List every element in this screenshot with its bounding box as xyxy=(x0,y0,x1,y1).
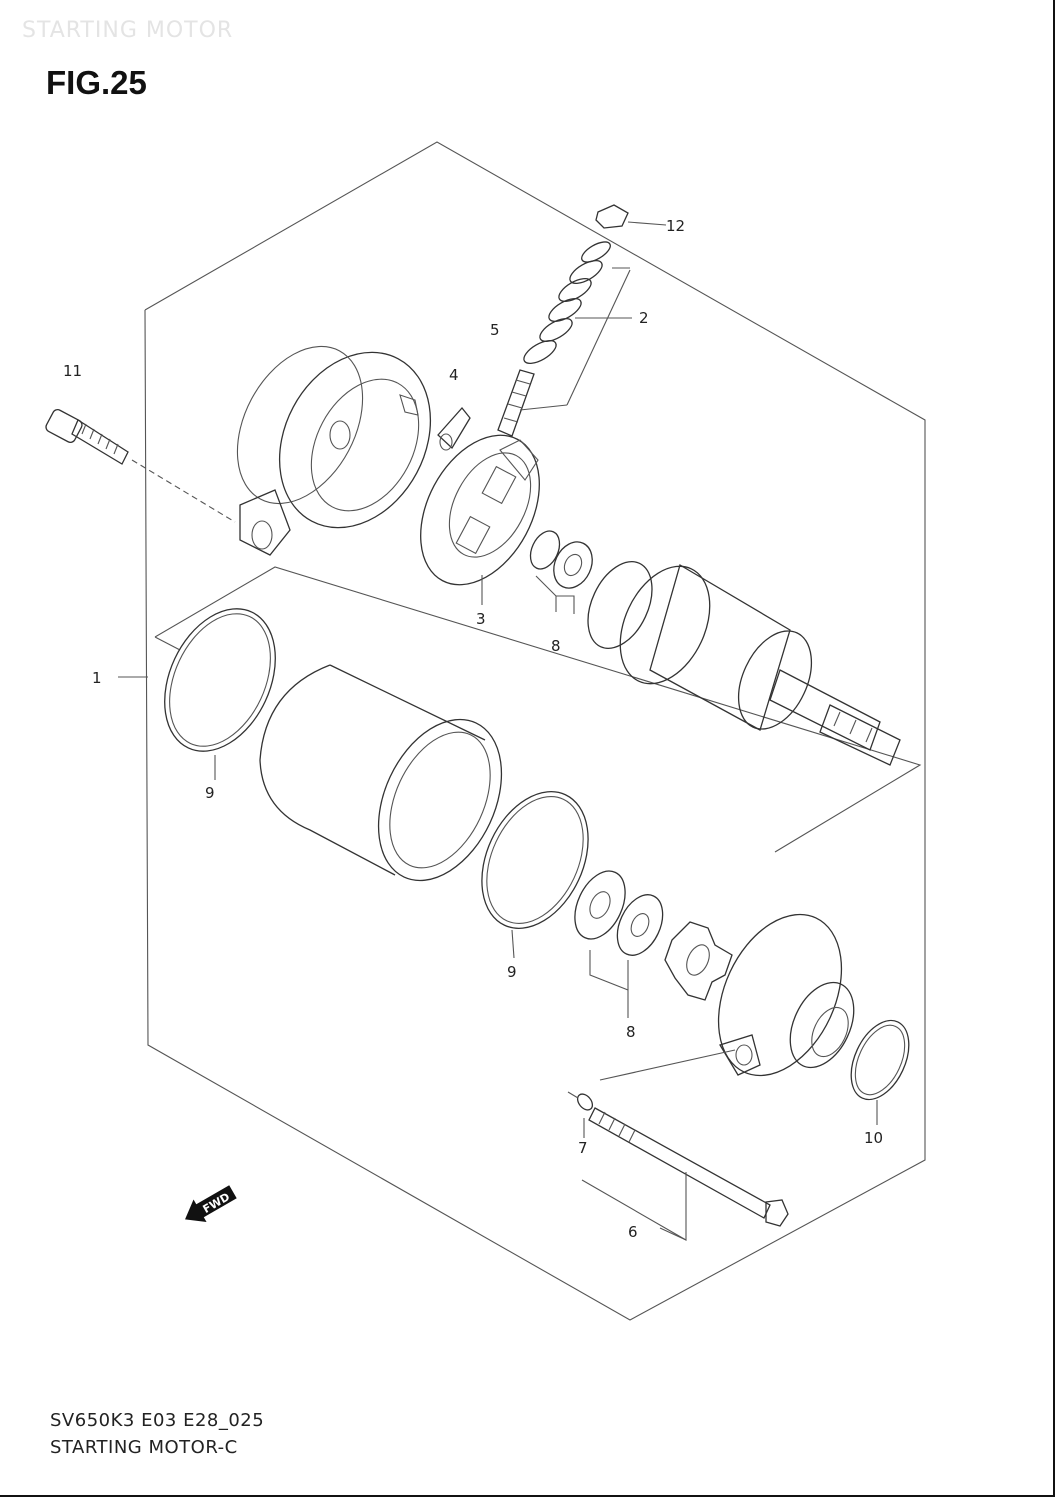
fwd-arrow-icon: FWD xyxy=(185,1185,237,1223)
callout-11: 11 xyxy=(63,362,82,380)
callout-3: 3 xyxy=(476,610,486,628)
callout-10: 10 xyxy=(864,1129,883,1147)
callout-7: 7 xyxy=(578,1139,588,1157)
o-ring-9-upper xyxy=(164,608,276,752)
callout-8-upper: 8 xyxy=(551,637,561,655)
o-ring-4 xyxy=(437,406,471,451)
motor-yoke xyxy=(259,664,503,882)
rear-housing xyxy=(236,345,432,556)
callout-9-upper: 9 xyxy=(205,784,215,802)
terminal-bolt-5 xyxy=(497,369,535,437)
o-ring-10 xyxy=(850,1019,910,1101)
figure-title: FIG.25 xyxy=(46,64,147,101)
assembly-boundary xyxy=(144,141,926,1321)
callout-12: 12 xyxy=(666,217,685,235)
front-housing xyxy=(717,913,855,1077)
sub-assembly-box xyxy=(154,566,922,853)
leader-lines xyxy=(118,221,878,1241)
callout-5: 5 xyxy=(490,321,500,339)
washers-8-lower xyxy=(574,870,664,956)
watermark-title: STARTING MOTOR xyxy=(22,18,234,43)
bolt-11 xyxy=(45,409,236,523)
nut-12 xyxy=(595,204,629,229)
brush-plate-3 xyxy=(420,434,540,586)
washers-8-upper xyxy=(529,530,593,589)
through-bolt-6 xyxy=(576,1049,789,1227)
diagram-code: SV650K3 E03 E28_025 xyxy=(50,1410,265,1431)
callout-1: 1 xyxy=(92,669,102,687)
diagram-name: STARTING MOTOR-C xyxy=(50,1437,238,1458)
spring-washers-2 xyxy=(523,241,611,365)
callout-9-lower: 9 xyxy=(507,963,517,981)
lock-plate xyxy=(664,921,733,1001)
callout-2: 2 xyxy=(639,309,649,327)
callout-4: 4 xyxy=(449,366,459,384)
callout-6: 6 xyxy=(628,1223,638,1241)
callout-8-lower: 8 xyxy=(626,1023,636,1041)
armature xyxy=(587,561,901,766)
o-ring-9-lower xyxy=(481,791,589,929)
